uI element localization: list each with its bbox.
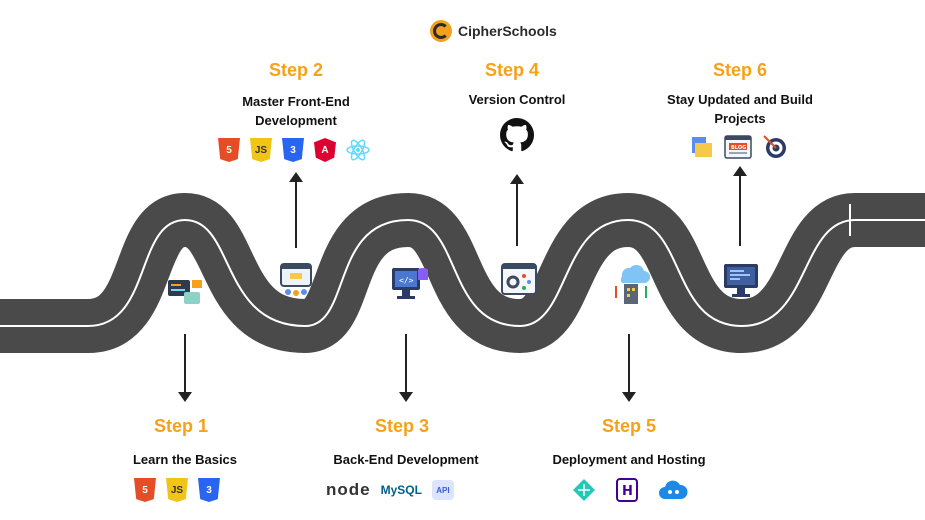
- step4-label: Step 4: [484, 60, 540, 80]
- javascript-icon: JS: [166, 478, 188, 502]
- css3-icon: 3: [198, 478, 220, 502]
- step6-arrow: [739, 176, 741, 246]
- step2-arrowhead: [289, 172, 303, 182]
- html5-icon: 5: [218, 138, 240, 162]
- cloud-icon: [659, 480, 688, 499]
- css3-icon: 3: [282, 138, 304, 162]
- api-icon: API: [431, 480, 454, 500]
- svg-text:</>: </>: [399, 276, 414, 285]
- html5-icon: 5: [134, 478, 156, 502]
- heroku-icon: H: [616, 478, 638, 502]
- blog-icon: BLOG: [724, 135, 752, 159]
- step5-arrow: [628, 334, 630, 392]
- step3-server-illustration: </>: [392, 268, 428, 299]
- react-icon: [346, 139, 370, 161]
- target-icon: [763, 135, 786, 158]
- step6-label: Step 6: [712, 60, 768, 80]
- folder-icon: [692, 137, 712, 157]
- mysql-logo: MySQL: [380, 483, 422, 497]
- step3-title: Back-End Development: [333, 452, 479, 467]
- step3-icons: node MySQL API: [326, 480, 454, 500]
- step4-title: Version Control: [468, 92, 566, 107]
- step2-icons: 5 JS 3 A: [218, 138, 370, 162]
- step6-icons: BLOG: [690, 134, 788, 160]
- step5-label: Step 5: [601, 416, 657, 436]
- blog-glyph: BLOG: [731, 145, 746, 151]
- step1-title: Learn the Basics: [132, 452, 238, 467]
- step5-cloud-illustration: [615, 264, 650, 304]
- step4-arrow: [516, 184, 518, 246]
- step1-icons: 5 JS 3: [134, 478, 220, 502]
- step2-arrow: [295, 182, 297, 248]
- step5-arrowhead: [622, 392, 636, 402]
- step4-arrowhead: [510, 174, 524, 184]
- step1-arrow: [184, 334, 186, 392]
- step1-coding-illustration: [168, 280, 202, 304]
- javascript-icon: JS: [250, 138, 272, 162]
- nodejs-logo: node: [326, 480, 371, 499]
- brand-name: CipherSchools: [458, 23, 557, 39]
- step6-arrowhead: [733, 166, 747, 176]
- step1-label: Step 1: [153, 416, 209, 436]
- step6-monitor-illustration: [724, 264, 758, 297]
- step4-settings-illustration: [501, 263, 537, 295]
- angular-icon: A: [314, 138, 336, 162]
- step6-title: Stay Updated and Build Projects: [667, 92, 813, 126]
- step3-arrow: [405, 334, 407, 392]
- netlify-icon: [573, 479, 595, 501]
- step2-label: Step 2: [268, 60, 324, 80]
- cipherschools-logo-icon: [430, 20, 452, 42]
- step3-arrowhead: [399, 392, 413, 402]
- step1-arrowhead: [178, 392, 192, 402]
- step3-label: Step 3: [374, 416, 430, 436]
- brand-header: CipherSchools: [430, 20, 557, 42]
- step2-layout-illustration: [280, 263, 312, 296]
- heroku-glyph: H: [622, 484, 633, 499]
- step5-icons: H: [572, 478, 688, 502]
- step5-title: Deployment and Hosting: [552, 452, 706, 467]
- step2-title: Master Front-End Development: [242, 94, 350, 128]
- github-icon: [500, 118, 534, 152]
